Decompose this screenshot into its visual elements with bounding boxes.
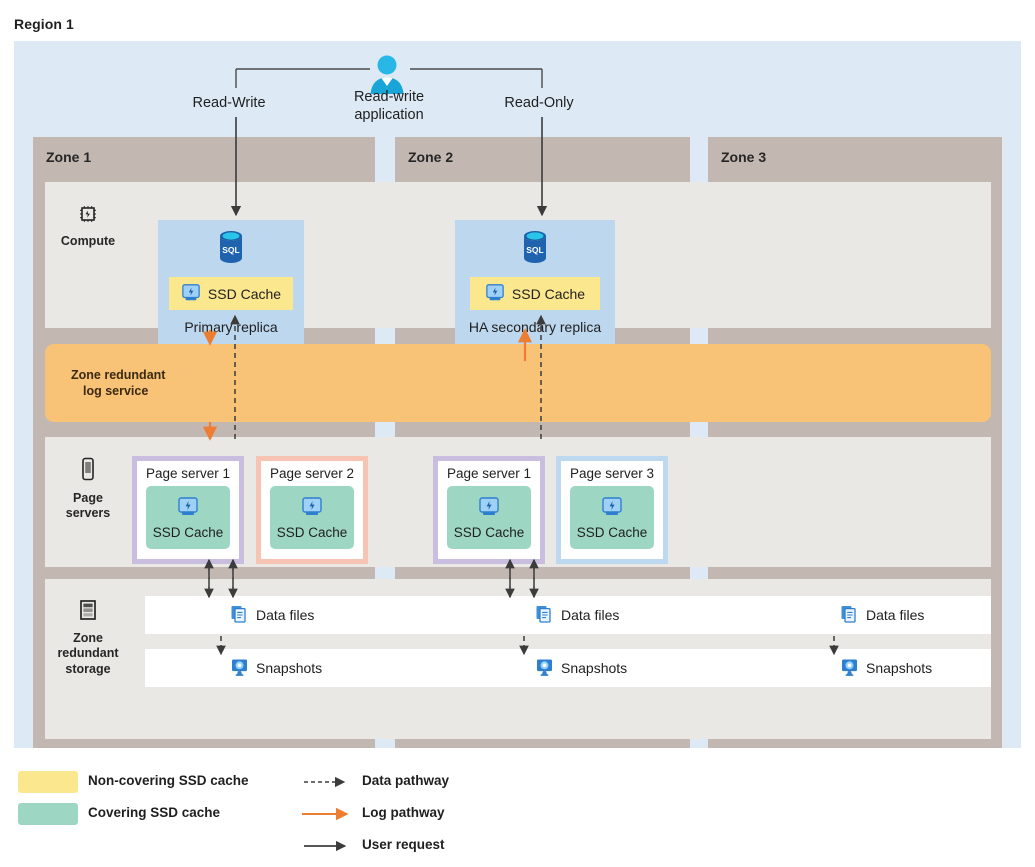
legend: Non-covering SSD cache Covering SSD cach… [14, 762, 1021, 857]
page-servers-row-label: Page servers [45, 457, 131, 522]
data-files-icon [840, 604, 859, 627]
legend-label-log-pathway: Log pathway [362, 805, 445, 820]
page-server-title: Page server 3 [569, 466, 655, 481]
page-server-title: Page server 2 [269, 466, 355, 481]
ssd-disk-icon [478, 496, 500, 522]
storage-label-3: storage [65, 661, 111, 676]
primary-ssd-cache: SSD Cache [169, 277, 293, 310]
storage-row-label: Zone redundant storage [45, 599, 131, 678]
data-files-row: Data files Data files [145, 596, 991, 634]
compute-label-text: Compute [60, 233, 116, 248]
page-server-card-z1-2[interactable]: Page server 2 SSD Cache [256, 456, 368, 564]
snapshot-icon [840, 657, 859, 680]
snapshots-cell-z1[interactable]: Snapshots [230, 649, 322, 687]
storage-panel: Zone redundant storage [45, 579, 991, 739]
page-server-card-z1-1[interactable]: Page server 1 SSD Cache [132, 456, 244, 564]
log-service-label: Zone redundant log service [71, 367, 165, 400]
page-servers-label-2: servers [65, 506, 111, 521]
data-files-icon [535, 604, 554, 627]
legend-label-non-covering: Non-covering SSD cache [88, 773, 249, 788]
page-server-cache: SSD Cache [447, 486, 531, 549]
legend-label-user-request: User request [362, 837, 445, 852]
snapshots-label: Snapshots [256, 660, 323, 676]
page-server-icon [45, 457, 131, 486]
primary-replica-card[interactable]: SQL SSD Cache Primary replica [158, 220, 304, 350]
page-server-cache: SSD Cache [570, 486, 654, 549]
primary-replica-name: Primary replica [184, 319, 278, 335]
snapshots-label: Snapshots [866, 660, 933, 676]
snapshots-cell-z3[interactable]: Snapshots [840, 649, 932, 687]
snapshot-icon [230, 657, 249, 680]
snapshots-label: Snapshots [561, 660, 628, 676]
ssd-disk-icon [181, 283, 201, 305]
data-files-cell-z2[interactable]: Data files [535, 596, 619, 634]
data-files-label: Data files [256, 607, 315, 623]
application-label-line2: application [354, 107, 424, 124]
storage-label-2: redundant [57, 646, 119, 661]
compute-row-label: Compute [45, 204, 131, 249]
zone-redundant-log-service[interactable]: Zone redundant log service [45, 344, 991, 422]
page-server-card-z2-1[interactable]: Page server 1 SSD Cache [433, 456, 545, 564]
storage-stack-icon [45, 599, 131, 626]
ha-ssd-cache: SSD Cache [470, 277, 600, 310]
page-server-title: Page server 1 [446, 466, 532, 481]
region-title: Region 1 [14, 16, 74, 32]
snapshot-icon [535, 657, 554, 680]
page-server-card-z2-3[interactable]: Page server 3 SSD Cache [556, 456, 668, 564]
zone-header-1: Zone 1 [33, 137, 375, 177]
sql-database-icon: SQL [216, 230, 246, 271]
data-files-label: Data files [866, 607, 925, 623]
legend-label-data-pathway: Data pathway [362, 773, 450, 788]
ssd-disk-icon [177, 496, 199, 522]
ssd-disk-icon [601, 496, 623, 522]
legend-swatch-non-covering [18, 771, 78, 793]
zone-header-2: Zone 2 [395, 137, 690, 177]
data-files-cell-z3[interactable]: Data files [840, 596, 924, 634]
sql-database-icon: SQL [520, 230, 550, 271]
svg-text:SQL: SQL [222, 245, 239, 255]
zone-label-2: Zone 2 [408, 149, 454, 165]
page-server-cache: SSD Cache [146, 486, 230, 549]
log-service-line2: log service [83, 384, 149, 398]
read-only-label: Read-Only [504, 95, 574, 111]
legend-label-covering: Covering SSD cache [88, 805, 221, 820]
storage-label-1: Zone [73, 630, 103, 645]
page-server-title: Page server 1 [145, 466, 231, 481]
page-servers-label-1: Page [73, 490, 103, 505]
primary-ssd-label: SSD Cache [207, 285, 282, 302]
compute-panel: Compute SQL [45, 182, 991, 350]
ha-replica-name: HA secondary replica [468, 319, 602, 335]
ssd-disk-icon [301, 496, 323, 522]
page-server-cache-label: SSD Cache [276, 524, 348, 540]
application-label: Read-write application [326, 88, 452, 125]
page-servers-panel: Page servers Page server 1 SSD Cache [45, 437, 991, 567]
data-files-icon [230, 604, 249, 627]
snapshots-cell-z2[interactable]: Snapshots [535, 649, 627, 687]
page-server-cache-label: SSD Cache [152, 524, 224, 540]
cpu-chip-icon [45, 204, 131, 229]
region-frame: Zone 1 Zone 2 Zone 3 [14, 41, 1021, 748]
page-server-cache: SSD Cache [270, 486, 354, 549]
ssd-disk-icon [485, 283, 505, 305]
legend-swatch-covering [18, 803, 78, 825]
read-write-label: Read-Write [192, 95, 266, 111]
data-files-label: Data files [561, 607, 620, 623]
zone-label-3: Zone 3 [721, 149, 767, 165]
log-service-line1: Zone redundant [71, 367, 166, 382]
zone-label-1: Zone 1 [46, 149, 92, 165]
page-server-cache-label: SSD Cache [576, 524, 648, 540]
application-band: Read-write application Read-Write Read-O… [14, 41, 1021, 137]
snapshots-row: Snapshots Snapshots [145, 649, 991, 687]
application-label-line1: Read-write [353, 89, 425, 105]
data-files-cell-z1[interactable]: Data files [230, 596, 314, 634]
zone-header-3: Zone 3 [708, 137, 1002, 177]
page-server-cache-label: SSD Cache [453, 524, 525, 540]
svg-text:SQL: SQL [526, 245, 543, 255]
ha-secondary-replica-card[interactable]: SQL SSD Cache HA secondary replica [455, 220, 615, 350]
ha-ssd-label: SSD Cache [511, 285, 586, 302]
user-icon [366, 53, 408, 97]
legend-lines [302, 776, 349, 852]
